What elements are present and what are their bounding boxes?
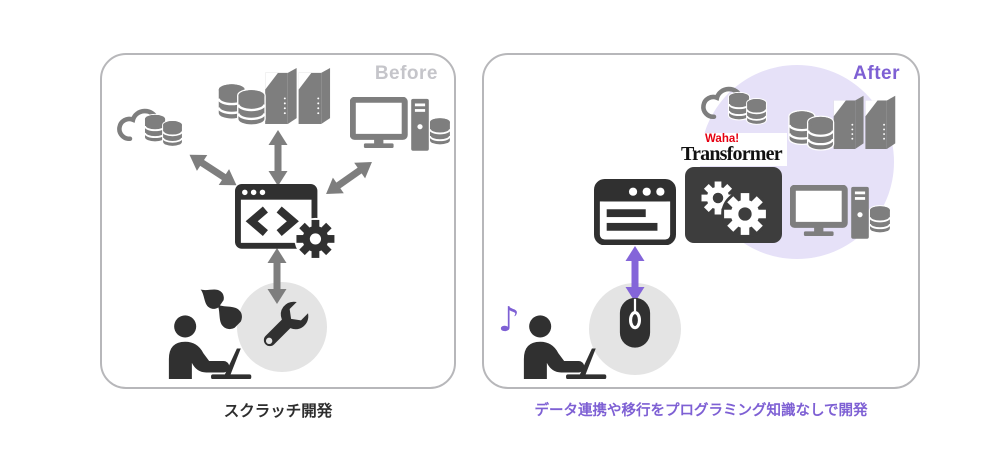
server-database-icon — [216, 65, 334, 126]
after-panel: After Waha! Transformer ♪ — [482, 53, 920, 389]
logo-transformer-text: Transformer — [681, 143, 783, 165]
waha-transformer-logo: Waha! Transformer — [679, 133, 787, 166]
double-arrow-icon — [267, 130, 289, 186]
after-caption: データ連携や移行をプログラミング知識なしで開発 — [534, 403, 868, 419]
before-panel: Before — [100, 53, 456, 389]
cloud-database-icon — [114, 100, 190, 153]
desktop-pc-database-icon — [790, 185, 892, 242]
before-caption: スクラッチ開発 — [223, 403, 333, 420]
music-note-icon: ♪ — [498, 300, 520, 340]
person-laptop-icon — [521, 314, 613, 379]
gears-icon — [685, 167, 782, 243]
code-window-icon — [235, 184, 338, 260]
mouse-icon — [619, 297, 651, 349]
before-label: Before — [374, 63, 438, 84]
purple-double-arrow-icon — [624, 246, 646, 302]
desktop-pc-database-icon — [350, 97, 452, 154]
form-window-icon — [594, 179, 676, 245]
person-laptop-icon — [166, 314, 258, 379]
logo-waha-text: Waha! — [705, 133, 740, 145]
server-database-icon — [787, 93, 899, 151]
after-label: After — [853, 63, 900, 84]
cloud-database-icon — [698, 78, 774, 131]
wrench-icon — [252, 294, 316, 358]
double-arrow-icon — [184, 146, 243, 195]
